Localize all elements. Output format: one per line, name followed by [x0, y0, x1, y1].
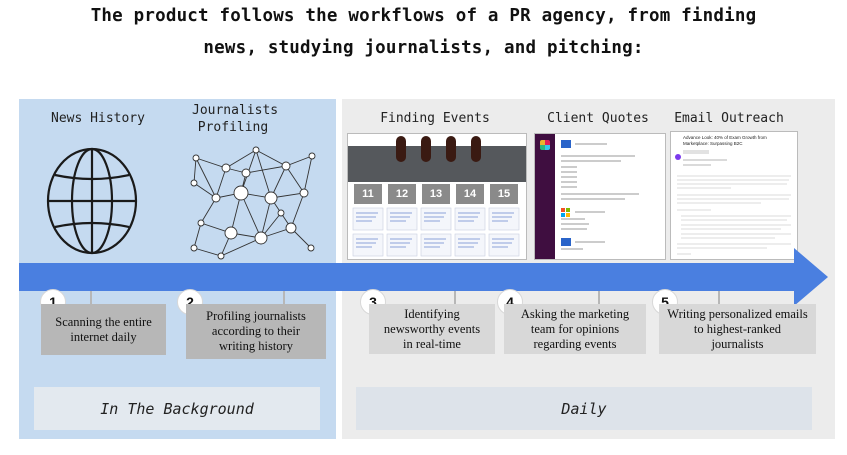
calendar-day: 13	[422, 184, 450, 204]
caption-pointer	[90, 291, 92, 304]
timeline-arrow-head	[794, 248, 828, 306]
calendar-day: 14	[456, 184, 484, 204]
email-body-illustration	[677, 150, 791, 255]
title-line-2: news, studying journalists, and pitching…	[203, 38, 644, 58]
step-2-title: Journalists Profiling	[192, 103, 279, 135]
caption-pointer	[283, 291, 285, 304]
journalist-network-icon	[190, 146, 316, 260]
chat-sidebar	[535, 134, 555, 259]
chat-messages-illustration	[561, 140, 639, 250]
calendar-header	[348, 146, 526, 182]
calendar-ring	[421, 136, 431, 162]
calendar-day: 11	[354, 184, 382, 204]
slack-logo-icon	[540, 140, 550, 150]
step-2-caption: Profiling journalists according to their…	[186, 304, 326, 359]
timeline-arrow	[19, 263, 795, 291]
chat-screenshot	[534, 133, 666, 260]
avatar	[675, 154, 681, 160]
calendar-screenshot: 11 12 13 14 15	[347, 133, 527, 260]
calendar-ring	[396, 136, 406, 162]
globe-icon	[46, 147, 138, 255]
email-subject: Advance Look: 40% of Exam Growth from Ma…	[683, 135, 767, 146]
caption-pointer	[598, 291, 600, 304]
step-3-caption: Identifying newsworthy events in real-ti…	[369, 304, 495, 354]
footer-daily-label: Daily	[356, 387, 812, 430]
title-line-1: The product follows the workflows of a P…	[90, 6, 757, 26]
email-screenshot: Advance Look: 40% of Exam Growth from Ma…	[670, 131, 798, 260]
calendar-day: 12	[388, 184, 416, 204]
calendar-ring	[446, 136, 456, 162]
step-5-caption: Writing personalized emails to highest-r…	[659, 304, 816, 354]
calendar-day: 15	[490, 184, 518, 204]
step-3-title: Finding Events	[380, 111, 490, 126]
step-5-title: Email Outreach	[674, 111, 784, 126]
event-cards-illustration	[352, 207, 520, 257]
caption-pointer	[454, 291, 456, 304]
footer-background-label: In The Background	[34, 387, 320, 430]
step-1-caption: Scanning the entire internet daily	[41, 304, 166, 355]
step-4-title: Client Quotes	[547, 111, 649, 126]
calendar-ring	[471, 136, 481, 162]
step-1-title: News History	[51, 111, 145, 126]
step-4-caption: Asking the marketing team for opinions r…	[504, 304, 646, 354]
caption-pointer	[718, 291, 720, 304]
